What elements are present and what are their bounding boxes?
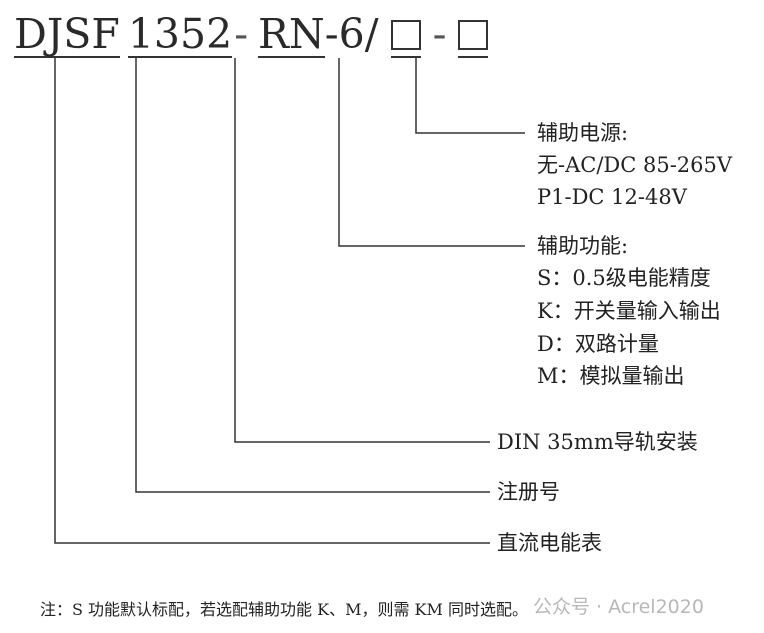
product-label: 直流电能表 <box>497 531 602 555</box>
aux-function-title: 辅助功能: <box>537 234 629 258</box>
placeholder-aux-power <box>458 14 489 58</box>
footnote: 注：S 功能默认标配，若选配辅助功能 K、M，则需 KM 同时选配。 <box>40 600 528 619</box>
segment-rn: RN <box>258 10 325 58</box>
aux-function-option: K：开关量输入输出 <box>537 299 721 323</box>
connector-mounting <box>234 58 490 443</box>
placeholder-aux-function <box>390 14 421 58</box>
segment-6: -6/ <box>324 10 379 58</box>
aux-function-option: S：0.5级电能精度 <box>537 266 711 290</box>
connector-aux-function <box>338 58 525 247</box>
connector-product <box>54 58 490 544</box>
segment-dash: - <box>234 10 249 58</box>
aux-power-option: 无-AC/DC 85-265V <box>537 153 733 177</box>
aux-function-option: M：模拟量输出 <box>537 364 685 388</box>
registration-label: 注册号 <box>497 480 560 504</box>
connector-registration <box>135 58 490 493</box>
aux-power-option: P1-DC 12-48V <box>537 185 687 209</box>
aux-function-option: D：双路计量 <box>537 332 659 356</box>
mounting-label: DIN 35mm导轨安装 <box>497 430 698 454</box>
segment-dash-2: - <box>432 10 447 58</box>
connector-aux-power <box>415 58 525 134</box>
watermark: 公众号 · Acrel2020 <box>533 596 704 618</box>
segment-series: DJSF <box>14 10 120 58</box>
segment-number: 1352 <box>127 10 233 58</box>
aux-power-title: 辅助电源: <box>537 121 629 145</box>
